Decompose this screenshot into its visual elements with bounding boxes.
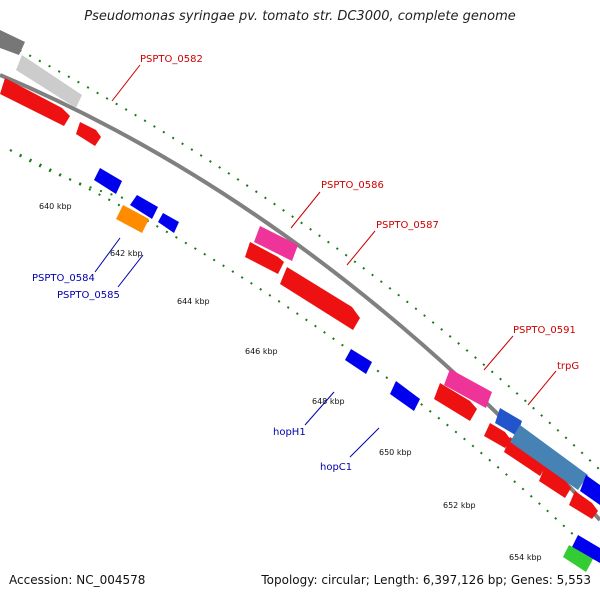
dotted-tracks — [0, 39, 600, 561]
gene-feature[interactable] — [16, 55, 82, 108]
gene-feature[interactable] — [76, 122, 101, 146]
gene-feature[interactable] — [434, 383, 477, 421]
gene-feature[interactable] — [572, 535, 600, 563]
gene-feature[interactable] — [280, 267, 360, 330]
reverse-features — [94, 168, 600, 572]
tick-label: 650 kbp — [379, 448, 412, 457]
gene-feature[interactable] — [390, 381, 420, 411]
map-title: Pseudomonas syringae pv. tomato str. DC3… — [84, 9, 516, 24]
leader-line — [111, 64, 141, 102]
gene-label-trpg[interactable]: trpG — [557, 361, 579, 372]
tick-label: 648 kbp — [312, 397, 345, 406]
gene-label-pspto-0584[interactable]: PSPTO_0584 — [32, 273, 95, 284]
leader-line — [290, 191, 321, 229]
leader-line — [94, 237, 121, 273]
leader-line — [527, 370, 557, 406]
gene-feature[interactable] — [495, 408, 522, 436]
tick-labels: 640 kbp 642 kbp 644 kbp 646 kbp 648 kbp … — [39, 202, 542, 562]
gene-feature[interactable] — [484, 423, 511, 448]
label-leaders — [94, 64, 557, 458]
tick-label: 642 kbp — [110, 249, 143, 258]
tick-label: 640 kbp — [39, 202, 72, 211]
gene-feature[interactable] — [345, 349, 372, 374]
gene-feature[interactable] — [510, 425, 588, 490]
tick-label: 652 kbp — [443, 501, 476, 510]
gene-feature[interactable] — [563, 545, 593, 572]
forward-features — [0, 30, 600, 519]
gene-label-pspto-0586[interactable]: PSPTO_0586 — [321, 180, 384, 191]
gene-feature[interactable] — [254, 226, 298, 261]
leader-line — [304, 391, 335, 426]
track-outer-1 — [9, 149, 600, 561]
gene-feature[interactable] — [504, 437, 546, 476]
gene-label-pspto-0585[interactable]: PSPTO_0585 — [57, 290, 120, 301]
gene-feature[interactable] — [116, 205, 149, 233]
track-outer-2 — [0, 39, 600, 471]
leader-line — [346, 230, 376, 266]
accession-text: Accession: NC_004578 — [9, 573, 146, 587]
gene-label-hopc1[interactable]: hopC1 — [320, 462, 352, 473]
tick-label: 644 kbp — [177, 297, 210, 306]
gene-feature[interactable] — [569, 491, 598, 519]
gene-label-hoph1[interactable]: hopH1 — [273, 427, 306, 438]
gene-feature[interactable] — [444, 369, 492, 408]
gene-feature[interactable] — [580, 475, 600, 505]
leader-line — [117, 254, 144, 288]
gene-feature[interactable] — [158, 213, 179, 233]
tick-label: 646 kbp — [245, 347, 278, 356]
gene-feature[interactable] — [245, 242, 284, 274]
genome-summary-text: Topology: circular; Length: 6,397,126 bp… — [261, 573, 591, 587]
leader-line — [483, 335, 514, 371]
tick-label: 654 kbp — [509, 553, 542, 562]
gene-feature[interactable] — [94, 168, 122, 194]
track-inner — [9, 149, 131, 201]
leader-line — [349, 427, 380, 458]
gene-label-pspto-0591[interactable]: PSPTO_0591 — [513, 325, 576, 336]
gene-feature[interactable] — [0, 30, 25, 55]
gene-labels: PSPTO_0582 PSPTO_0586 PSPTO_0587 PSPTO_0… — [32, 54, 579, 473]
gene-feature[interactable] — [130, 195, 158, 219]
gene-feature[interactable] — [539, 466, 571, 498]
gene-feature[interactable] — [0, 78, 70, 126]
gene-label-pspto-0587[interactable]: PSPTO_0587 — [376, 220, 439, 231]
gene-label-pspto-0582[interactable]: PSPTO_0582 — [140, 54, 203, 65]
